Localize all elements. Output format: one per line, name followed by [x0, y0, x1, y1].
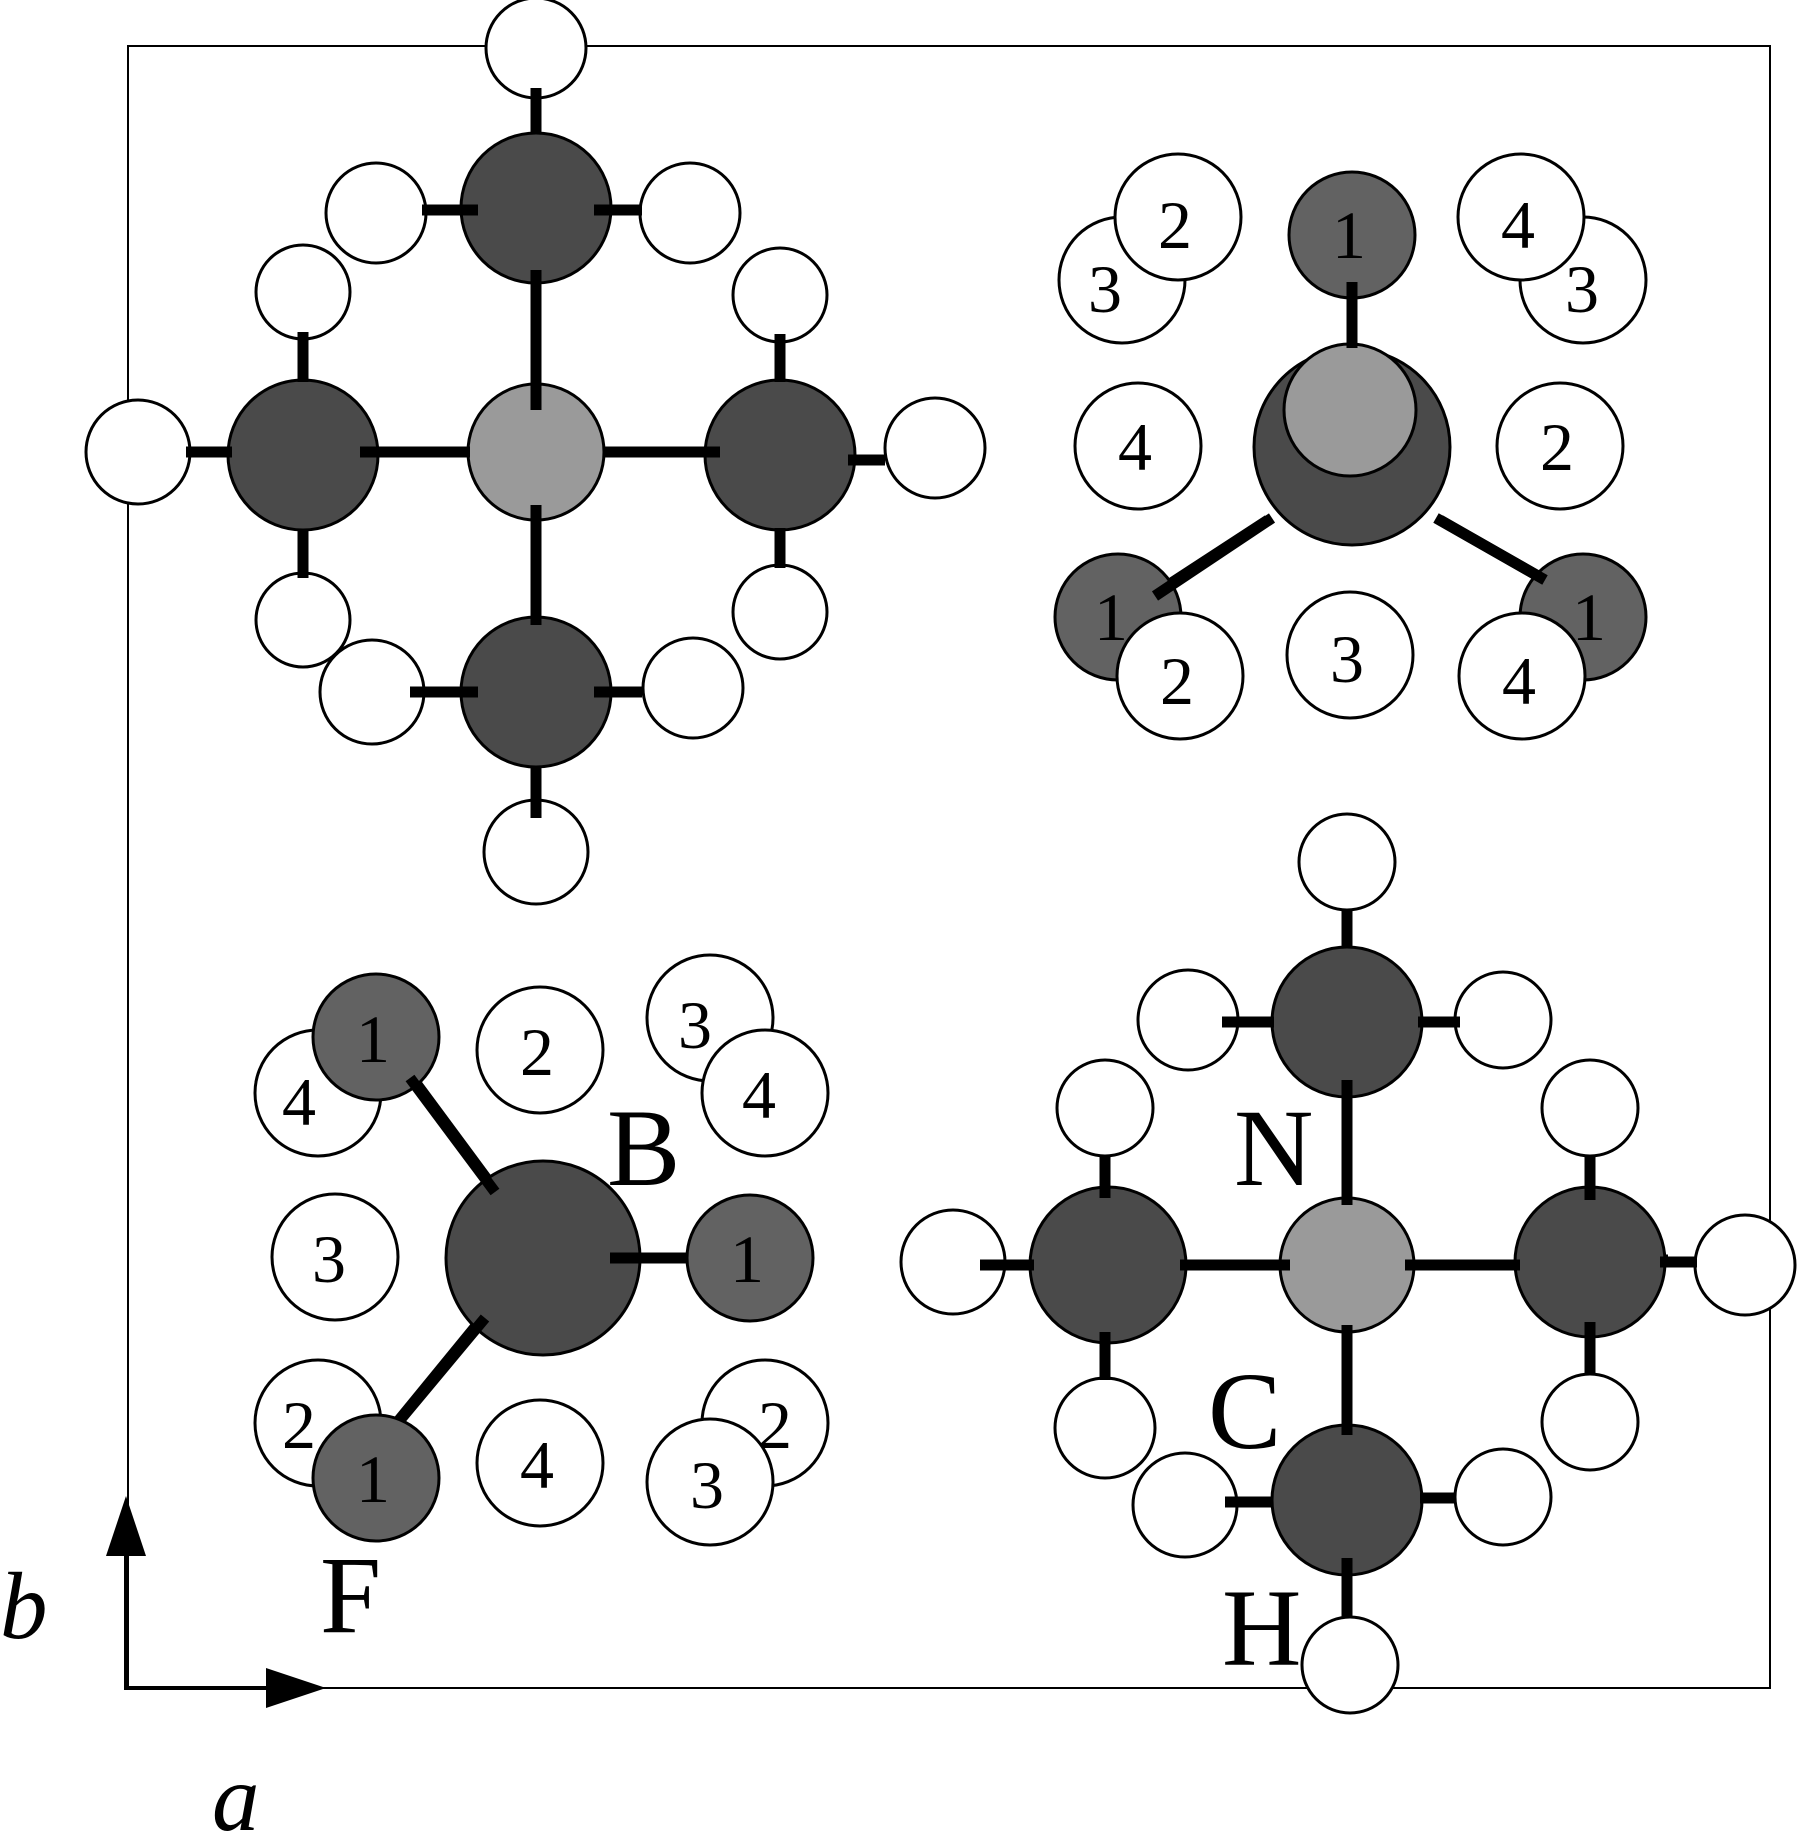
- fluorine-site-2: [1113, 152, 1243, 282]
- hydrogen-atom: [883, 396, 987, 500]
- anion-bottom-left: 4 3 2 2: [253, 953, 830, 1656]
- site-number: 3: [312, 1221, 346, 1297]
- site-number: 2: [1540, 409, 1574, 485]
- hydrogen-atom: [731, 246, 829, 344]
- site-number: 1: [356, 1001, 390, 1077]
- fluorine-site-2: [475, 985, 605, 1115]
- bond: [405, 1074, 500, 1196]
- site-number: 1: [1094, 579, 1128, 655]
- site-number: 4: [1118, 409, 1152, 485]
- bond: [1151, 513, 1276, 601]
- fluorine-site-4: [700, 1028, 830, 1158]
- site-number: 4: [1501, 187, 1535, 263]
- carbon-atom: [1270, 1423, 1424, 1577]
- hydrogen-atom: [324, 161, 428, 265]
- site-number: 3: [690, 1447, 724, 1523]
- hydrogen-label: H: [1222, 1567, 1301, 1689]
- hydrogen-atom: [1540, 1372, 1640, 1472]
- hydrogen-atom: [638, 161, 742, 265]
- site-number: 2: [1160, 643, 1194, 719]
- hydrogen-atom: [484, 0, 588, 100]
- carbon-atom: [459, 615, 613, 769]
- carbon-atom: [1270, 945, 1424, 1099]
- hydrogen-atom: [1453, 1447, 1553, 1547]
- hydrogen-atom: [1055, 1058, 1155, 1158]
- site-number: 4: [520, 1427, 554, 1503]
- hydrogen-atom: [731, 563, 829, 661]
- carbon-label: C: [1208, 1350, 1281, 1472]
- hydrogen-atom: [1300, 1615, 1400, 1715]
- cation-top-left: [84, 0, 987, 906]
- site-number: 1: [1572, 579, 1606, 655]
- cation-bottom-right: N C H: [899, 812, 1797, 1715]
- hydrogen-atom: [1693, 1213, 1797, 1317]
- fluorine-site-4: [1456, 152, 1586, 282]
- fluorine-site-1: [311, 972, 441, 1102]
- b-axis-label: b: [0, 1553, 48, 1659]
- site-number: 3: [1088, 251, 1122, 327]
- site-number: 2: [520, 1014, 554, 1090]
- fluorine-site-1: [685, 1193, 815, 1323]
- fluorine-site-3: [1285, 590, 1415, 720]
- hydrogen-atom: [641, 636, 745, 740]
- fluorine-site-3: [270, 1192, 400, 1322]
- fluorine-site-4: [1073, 381, 1203, 511]
- carbon-atom: [703, 378, 857, 532]
- bond-stubs-top-left: [186, 88, 885, 818]
- carbon-atom: [226, 378, 380, 532]
- hydrogen-atom: [1540, 1058, 1640, 1158]
- site-number: 3: [678, 987, 712, 1063]
- site-number: 4: [282, 1064, 316, 1140]
- bond: [1433, 513, 1548, 585]
- fluorine-site-4: [475, 1398, 605, 1528]
- fluorine-site-1: [311, 1413, 441, 1543]
- unit-cell-frame: [127, 45, 1771, 1689]
- fluorine-site-3: [645, 1417, 775, 1547]
- hydrogen-atom: [1053, 1376, 1157, 1480]
- site-number: 3: [1565, 251, 1599, 327]
- fluorine-site-2: [1115, 611, 1245, 741]
- site-number: 1: [356, 1441, 390, 1517]
- a-axis-label: a: [212, 1745, 260, 1835]
- site-number: 2: [1158, 187, 1192, 263]
- carbons-top-left: [226, 131, 857, 769]
- anion-top-right: 3 3: [1053, 152, 1648, 741]
- fluorine-site-4: [1457, 611, 1587, 741]
- nitrogen-atom: [1278, 1196, 1416, 1334]
- bond: [395, 1314, 490, 1424]
- fluorine-label: F: [320, 1534, 381, 1656]
- hydrogen-atom: [254, 243, 352, 341]
- site-number: 4: [742, 1057, 776, 1133]
- nitrogen-label: N: [1234, 1087, 1313, 1209]
- a-axis-arrowhead: [266, 1668, 326, 1708]
- boron-atom-overlay: [1282, 342, 1418, 478]
- carbon-atom: [1513, 1185, 1667, 1339]
- carbon-atom: [459, 131, 613, 285]
- site-number: 2: [282, 1387, 316, 1463]
- hydrogen-atom: [318, 638, 426, 746]
- site-number: 1: [730, 1221, 764, 1297]
- site-number: 4: [1502, 643, 1536, 719]
- b-axis-arrowhead: [106, 1496, 146, 1556]
- fluorine-site-2: [1495, 381, 1625, 511]
- hydrogen-atom: [1453, 970, 1553, 1070]
- axes: b a: [0, 1496, 326, 1835]
- hydrogen-atom: [84, 398, 192, 506]
- hydrogens-top-left: [84, 0, 987, 906]
- site-number: 3: [1330, 621, 1364, 697]
- boron-label: B: [607, 1087, 680, 1209]
- carbon-atom: [1028, 1185, 1188, 1345]
- site-number: 1: [1332, 197, 1366, 273]
- hydrogen-atom: [1297, 812, 1397, 912]
